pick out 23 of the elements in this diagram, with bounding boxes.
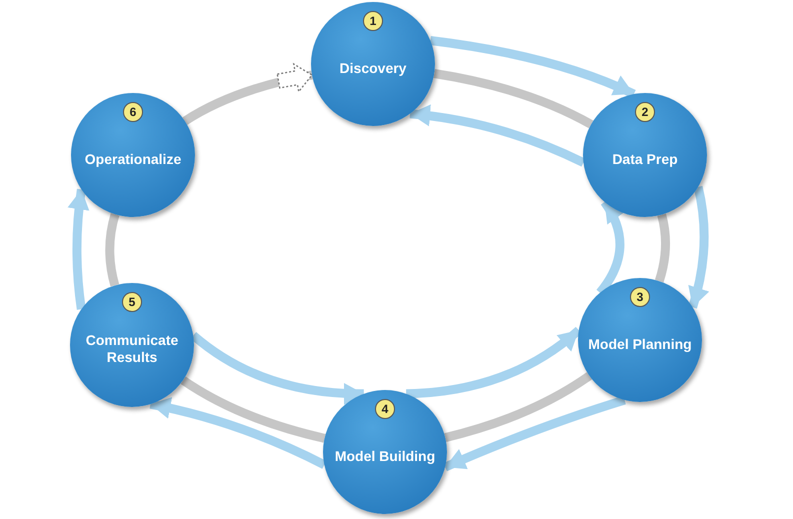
curved-arrow [430,36,636,98]
cycle-track [444,372,592,442]
curved-arrow [150,397,326,469]
curved-arrow [410,104,586,167]
step-number-badge: 6 [123,102,143,122]
stage-label: Model Planning [587,336,693,352]
cycle-track [105,213,120,287]
step-number-badge: 1 [363,11,383,31]
stage-label: Model Building [334,448,436,464]
cycle-track [180,376,326,443]
curved-arrow [596,199,625,296]
step-number-badge: 5 [122,292,142,312]
step-number-badge: 2 [635,102,655,122]
cycle-track [654,214,670,282]
curved-arrow [688,186,709,309]
step-number-badge: 3 [630,287,650,307]
stage-label: Discovery [338,60,408,76]
stage-label: Data Prep [611,150,679,168]
cycle-track [434,69,594,128]
step-number-badge: 4 [375,399,395,419]
curved-arrow [68,188,90,310]
stage-label: Operationalize [84,150,182,168]
stage-label: Communicate Results [84,332,180,366]
